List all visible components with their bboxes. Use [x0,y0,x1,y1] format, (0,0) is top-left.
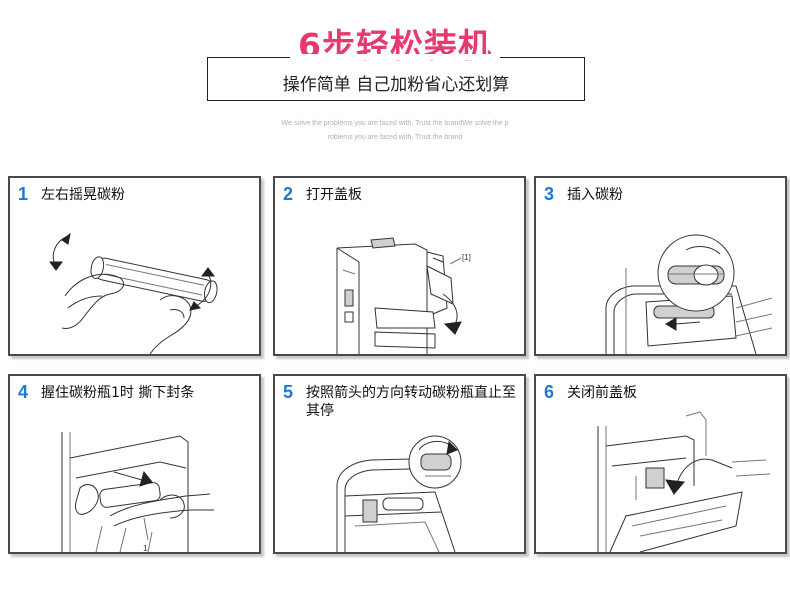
step-number: 6 [544,382,555,402]
shake-toner-illustration [49,232,218,354]
rotate-bottle-illustration [336,435,462,552]
step-label: 左右摇晃碳粉 [41,187,125,203]
step-card-1: 1 左右摇晃碳粉 [8,176,261,356]
step-label: 插入碳粉 [567,187,623,203]
title-frame-gap [290,54,500,60]
step-card-2: 2 打开盖板 [1] [273,176,526,356]
callout-label: [1] [462,253,471,262]
close-cover-illustration [597,411,771,552]
step-card-6: 6 关闭前盖板 [534,374,787,554]
english-tagline-line2: roblems you are faced with. Trust the br… [327,134,463,141]
step-number: 2 [283,184,294,204]
step-number: 1 [18,184,29,204]
insert-toner-illustration [605,234,773,354]
pull-seal-illustration: 1 [61,432,214,552]
english-tagline-line1: We solve the problems you are faced with… [281,120,509,127]
page-subtitle: 操作简单 自己加粉省心还划算 [282,75,510,95]
step-card-3: 3 插入碳粉 [534,176,787,356]
step-label: 关闭前盖板 [567,385,637,401]
step-card-5: 5 按照箭头的方向转动碳粉瓶直止至其停 [273,374,526,554]
open-cover-illustration: [1] [336,237,471,354]
step-number: 3 [544,184,555,204]
callout-label: 1 [143,544,148,552]
step-card-4: 4 握住碳粉瓶1时 撕下封条 1 [8,374,261,554]
step-label: 打开盖板 [306,187,362,203]
step-label: 按照箭头的方向转动碳粉瓶直止至其停 [306,385,516,419]
english-tagline: We solve the problems you are faced with… [200,117,590,145]
step-number: 4 [18,382,29,402]
step-label: 握住碳粉瓶1时 撕下封条 [41,385,195,401]
step-number: 5 [283,382,294,402]
